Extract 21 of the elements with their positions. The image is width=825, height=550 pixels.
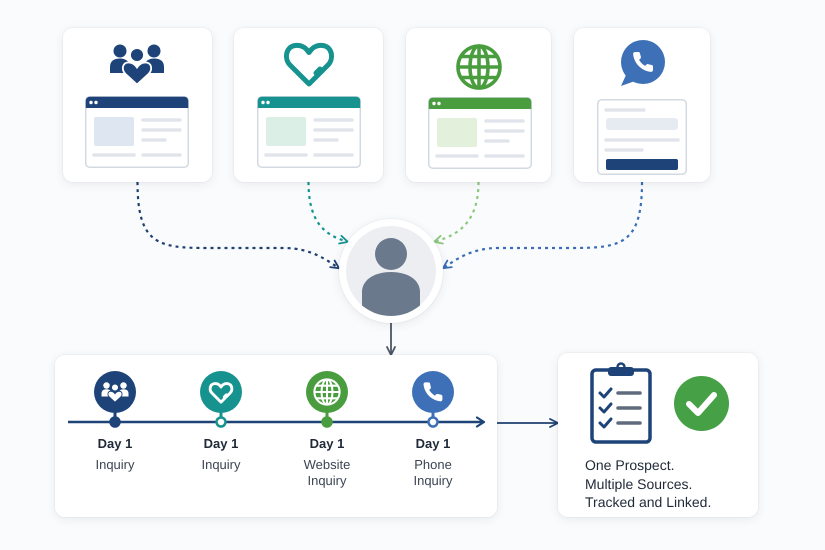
summary-text: One Prospect. Multiple Sources. Tracked and Linked.: [585, 456, 712, 512]
inquiry-label: Phone Inquiry: [412, 457, 454, 489]
source-card: [574, 28, 710, 182]
summary-card: [558, 353, 758, 517]
inquiry-label: Inquiry: [200, 457, 242, 473]
dashed-arrow: [307, 182, 349, 244]
source-card: [234, 28, 383, 182]
inquiry-label: Website Inquiry: [302, 457, 352, 489]
day-label: Day 1: [202, 436, 240, 452]
dashed-arrow: [433, 182, 480, 244]
dashed-arrow: [442, 182, 644, 270]
day-label: Day 1: [414, 436, 452, 452]
source-card: [406, 28, 551, 182]
day-label: Day 1: [96, 436, 134, 452]
inquiry-label: Inquiry: [94, 457, 136, 473]
timeline-panel: [55, 355, 497, 517]
day-label: Day 1: [308, 436, 346, 452]
dashed-arrow: [136, 182, 340, 270]
arrow: [386, 323, 396, 356]
arrow: [497, 418, 559, 428]
source-card: [63, 28, 212, 182]
